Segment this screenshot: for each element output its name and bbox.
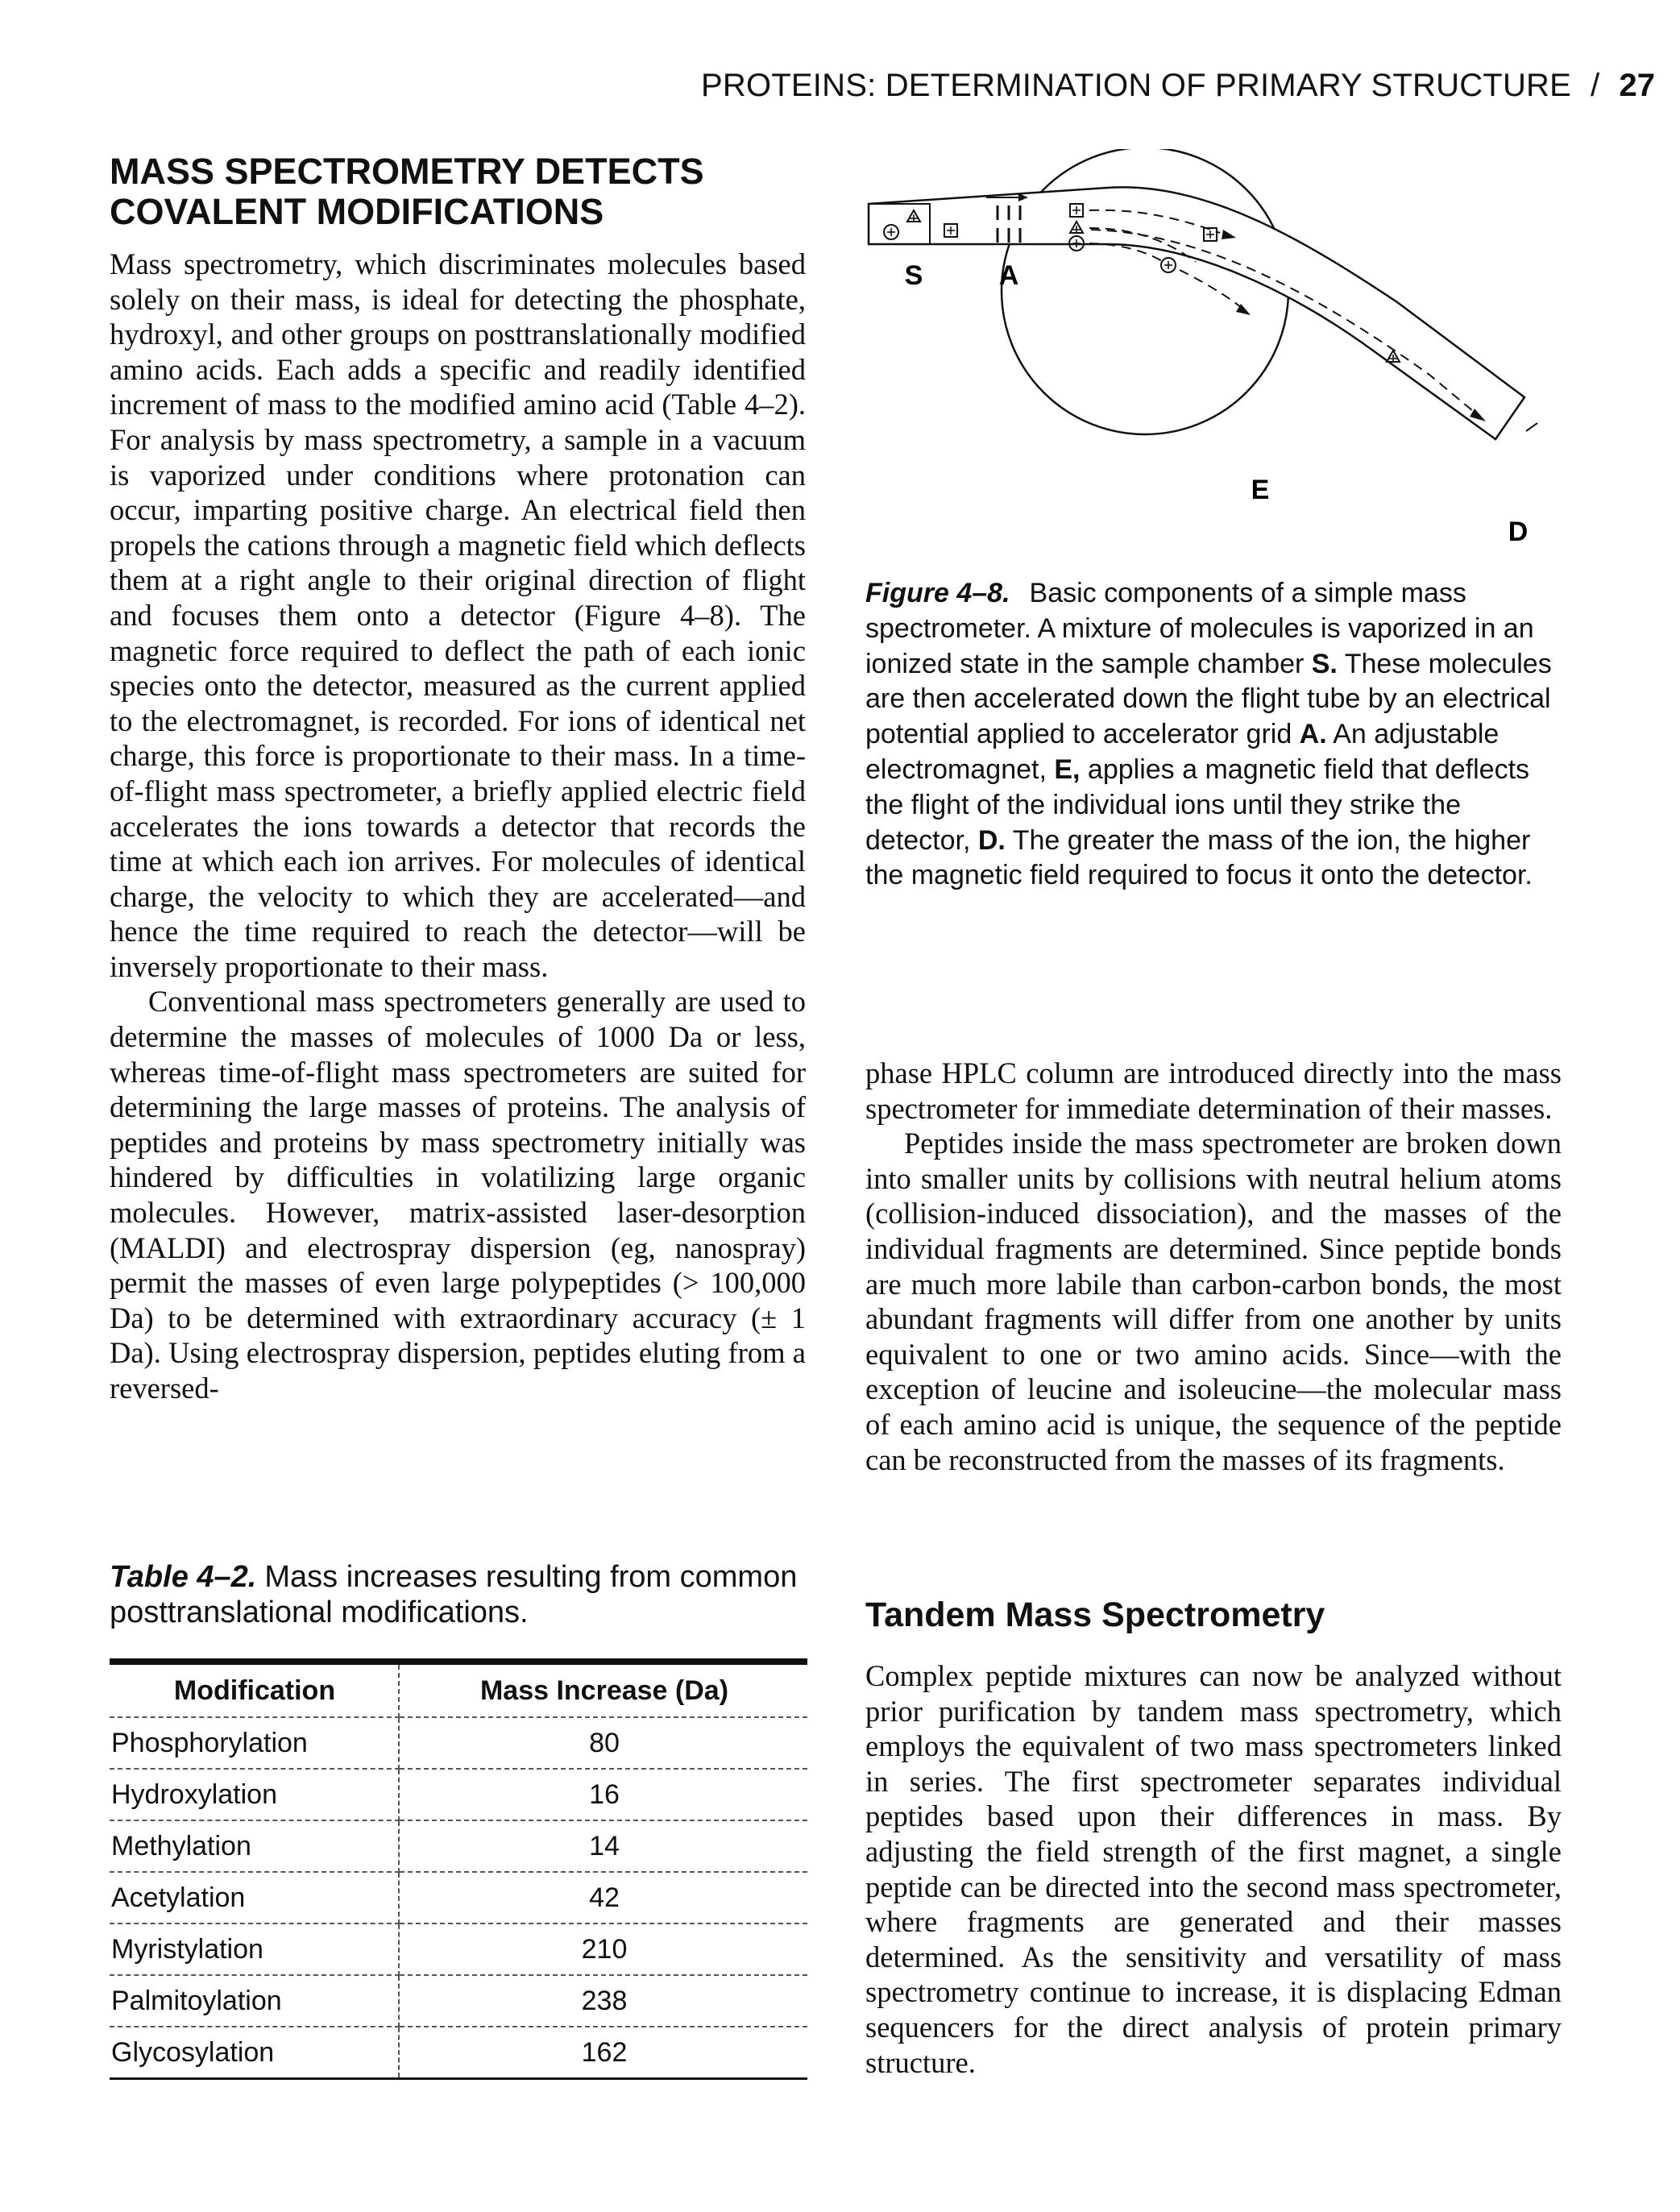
caption-bold-term: E, (1054, 753, 1081, 785)
modification-cell: Phosphorylation (110, 1717, 400, 1770)
figure-caption-label: Figure 4–8. (865, 578, 1010, 608)
caption-bold-term: A. (1299, 719, 1327, 750)
mass-cell: 238 (399, 1975, 807, 2027)
modification-cell: Myristylation (110, 1924, 400, 1976)
ion-plus-signs (887, 206, 1397, 362)
table-header-row: Modification Mass Increase (Da) (110, 1662, 807, 1718)
sample-chamber (868, 203, 931, 245)
subheading-tandem-mass-spectrometry: Tandem Mass Spectrometry (865, 1596, 1325, 1634)
modifications-table: Modification Mass Increase (Da) Phosphor… (110, 1658, 807, 2080)
flight-tube (867, 186, 1526, 441)
body-paragraph: Mass spectrometry, which discriminates m… (110, 247, 806, 983)
caption-text: An adjustable electromagnet, (865, 719, 1500, 785)
label-d: D (1508, 517, 1529, 547)
column-header-mass-increase: Mass Increase (Da) (399, 1662, 807, 1718)
caption-bold-term: S. (1311, 648, 1338, 679)
modification-cell: Hydroxylation (110, 1769, 400, 1821)
accelerator-grid (996, 205, 1022, 243)
caption-text: These molecules are then accelerated dow… (865, 648, 1552, 750)
mass-cell: 42 (399, 1872, 807, 1924)
table-caption-text: Mass increases resulting from common pos… (110, 1560, 798, 1629)
mass-cell: 162 (581, 2036, 628, 2068)
caption-bold-term: D. (977, 824, 1006, 856)
body-paragraph: Conventional mass spectrometers generall… (110, 985, 806, 1405)
column-header-modification: Modification (110, 1662, 400, 1718)
modification-cell: Palmitoylation (110, 1975, 400, 2027)
mass-cell: 210 (399, 1924, 807, 1976)
body-paragraph: Peptides inside the mass spectrometer ar… (865, 1127, 1562, 1476)
figure-caption: Figure 4–8.Basic components of a simple … (865, 576, 1566, 894)
left-column-text: Mass spectrometry, which discriminates m… (110, 247, 806, 1406)
section-title-line-1: MASS SPECTROMETRY DETECTS (110, 151, 704, 192)
label-e: E (1251, 475, 1270, 505)
section-title: MASS SPECTROMETRY DETECTS COVALENT MODIF… (110, 151, 835, 232)
detector (1525, 422, 1538, 432)
label-s: S (905, 260, 923, 291)
table-caption-label: Table 4–2. (110, 1560, 257, 1594)
mass-cell: 14 (399, 1820, 807, 1873)
mass-cell: 16 (399, 1769, 807, 1821)
caption-text: Basic components of a simple mass spectr… (865, 578, 1534, 679)
page-number: 27 (1619, 68, 1656, 103)
tandem-section-text: Complex peptide mixtures can now be anal… (865, 1658, 1562, 2080)
body-paragraph: phase HPLC column are introduced directl… (865, 1056, 1562, 1125)
trajectory-arrowheads (1222, 230, 1486, 421)
label-a: A (999, 260, 1019, 291)
right-column-text: phase HPLC column are introduced directl… (865, 1056, 1562, 1477)
mass-spectrometer-diagram: S A E D (867, 149, 1538, 547)
running-head-separator: / (1591, 68, 1600, 103)
modification-cell: Glycosylation (110, 2027, 400, 2079)
caption-text: The greater the mass of the ion, the hig… (865, 824, 1533, 891)
mass-cell: 80 (399, 1717, 807, 1770)
acceleration-arrow (986, 193, 1028, 201)
table-row: Glycosylation 162 (110, 2027, 807, 2079)
modification-cell: Methylation (110, 1820, 400, 1873)
modification-cell: Acetylation (110, 1872, 400, 1924)
body-paragraph: Complex peptide mixtures can now be anal… (865, 1659, 1562, 2079)
running-head: PROTEINS: DETERMINATION OF PRIMARY STRUC… (701, 68, 1655, 104)
section-title-line-2: COVALENT MODIFICATIONS (110, 191, 604, 232)
table-caption: Table 4–2.Mass increases resulting from … (110, 1559, 811, 1630)
running-head-title: PROTEINS: DETERMINATION OF PRIMARY STRUC… (701, 68, 1571, 103)
caption-text: applies a magnetic field that deflects t… (865, 753, 1530, 856)
